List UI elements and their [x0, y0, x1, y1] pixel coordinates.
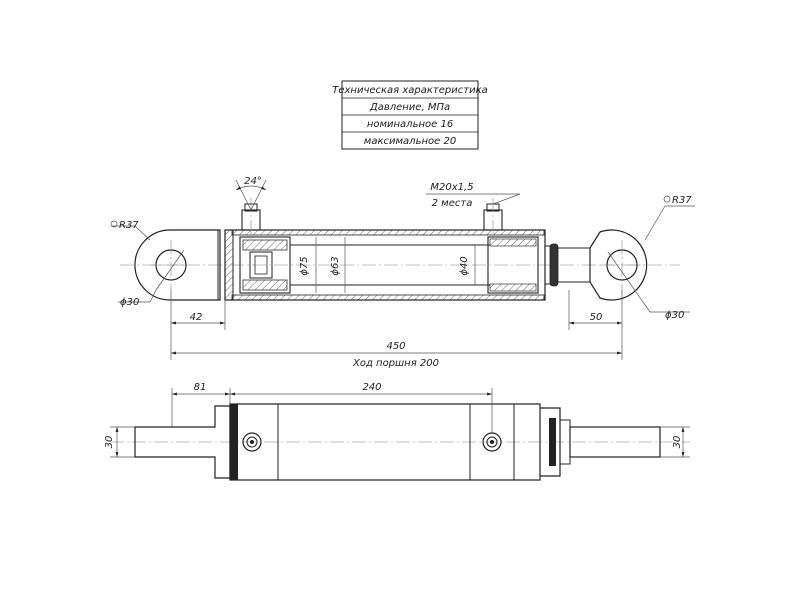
dim-240: 240 [230, 382, 493, 433]
spec-nominal: номинальное 16 [367, 119, 453, 130]
left-eye [134, 229, 221, 301]
dim-50: 50 [568, 290, 623, 330]
bottom-seal-ring [549, 418, 556, 466]
dim-42-label: 42 [190, 312, 203, 323]
stroke-label: Ход поршня 200 [352, 358, 439, 369]
spec-maximum: максимальное 20 [364, 136, 456, 147]
rod-bore-label: ϕ63 [330, 256, 341, 275]
radius-left-label: R37 [119, 220, 139, 231]
dim-450-label: 450 [386, 341, 405, 352]
dim-30-left-label: 30 [104, 436, 115, 449]
dim-81-label: 81 [194, 382, 207, 393]
bottom-port-left [242, 432, 262, 452]
bottom-rod [569, 426, 661, 458]
dim-81: 81 [171, 382, 231, 427]
right-eye [589, 229, 648, 301]
top-view: 24° M20x1,5 2 места R37 R37 ϕ3 [110, 176, 695, 369]
radius-right-label: R37 [672, 195, 692, 206]
angle-label: 24° [244, 176, 262, 187]
pin-left-callout: ϕ30 [118, 249, 185, 308]
cylinder-body-section [224, 229, 590, 301]
spec-title: Техническая характеристика [332, 85, 488, 96]
dim-42: 42 [170, 290, 226, 330]
rod-label: ϕ40 [459, 256, 470, 275]
dim-450: 450 Ход поршня 200 [170, 330, 623, 369]
dim-30-left: 30 [104, 426, 135, 458]
dim-30-right-label: 30 [672, 436, 683, 449]
dim-30-right: 30 [660, 426, 690, 458]
bottom-view: 81 240 30 30 [104, 382, 690, 481]
angle-annotation: 24° [235, 176, 267, 211]
pin-left-label: ϕ30 [120, 297, 139, 308]
spec-pressure-label: Давление, МПа [369, 102, 450, 113]
dim-240-label: 240 [362, 382, 381, 393]
radius-right-callout: R37 [644, 195, 695, 241]
pin-right-callout: ϕ30 [607, 251, 690, 321]
thread-callout: M20x1,5 2 места [426, 182, 521, 209]
pin-right-label: ϕ30 [665, 310, 684, 321]
bore-label: ϕ75 [299, 256, 310, 275]
dim-50-label: 50 [590, 312, 603, 323]
spec-table: Техническая характеристика Давление, МПа… [332, 80, 488, 150]
radius-left-callout: R37 [110, 220, 151, 241]
thread-qty-label: 2 места [432, 198, 473, 209]
thread-label: M20x1,5 [430, 182, 473, 193]
left-band [230, 404, 238, 480]
